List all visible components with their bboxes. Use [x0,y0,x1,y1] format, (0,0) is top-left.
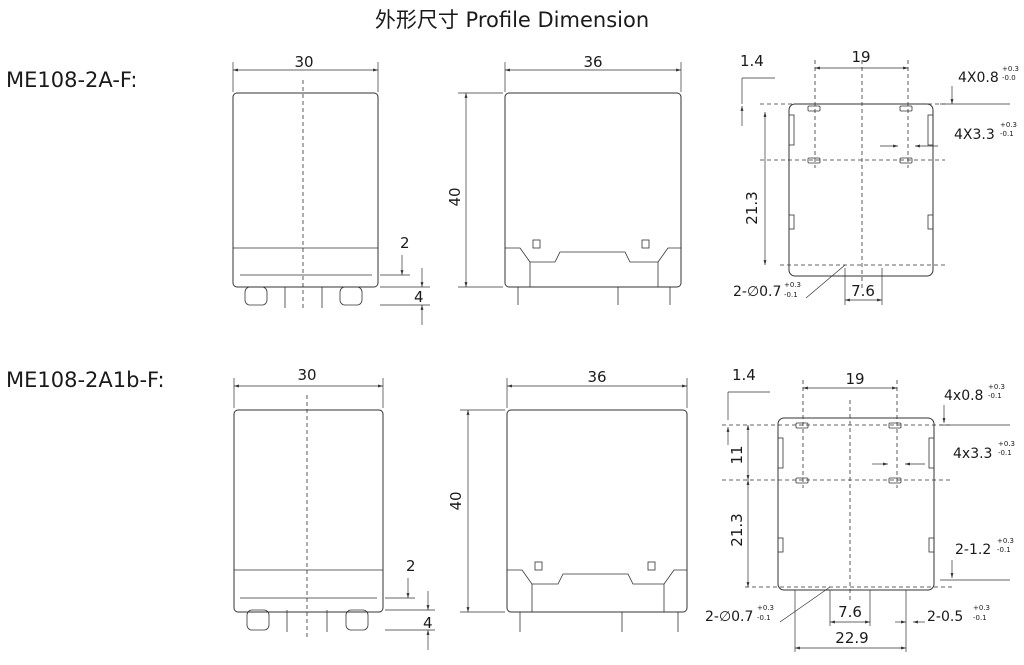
side-height-label-2: 40 [447,491,465,510]
pcb-pin05-label-2: 2-0.5 [927,609,963,625]
pcb-pin-2c [795,477,809,484]
svg-text:-0.1: -0.1 [973,614,987,622]
svg-text:-0.1: -0.1 [1000,130,1014,138]
side-width-label-2: 36 [587,368,606,386]
pcb-dim19-label-2: 19 [845,370,864,388]
front-pin-1b [339,286,363,306]
pcb-dim19-label-1: 19 [851,48,870,66]
pcb-dim213-label-1: 21.3 [743,191,761,224]
pcb-pin-2d [888,477,902,484]
pcb-dim213-label-2: 21.3 [728,513,746,546]
front-view-2: 30 2 4 [233,366,435,650]
pcb-dim1-label-1: 1.4 [740,52,764,70]
svg-text:-0.1: -0.1 [988,392,1002,400]
svg-text:+0.3: +0.3 [988,383,1005,391]
side-width-label-1: 36 [583,53,602,71]
svg-text:+0.3: +0.3 [973,604,990,612]
svg-text:+0.3: +0.3 [998,440,1015,448]
pcb-pin08-label-2: 4x0.8 [944,388,983,404]
side-height-label-1: 40 [446,187,464,206]
svg-text:-0.1: -0.1 [784,291,798,299]
pcb-dim1-label-2: 1.4 [732,366,756,384]
page-title: 外形尺寸 Profile Dimension [374,8,650,32]
pcb-pin-1c [807,157,821,164]
pcb-pin33-label-2: 4x3.3 [953,446,992,462]
side-slot-1b [641,239,650,249]
pcb-view-2: 19 1.4 11 21.3 7.6 22.9 2-∅0.7 +0.3 -0.1… [705,366,1015,652]
front-pin-1a [244,286,268,306]
model-label-2: ME108-2A1b-F: [6,368,165,392]
side-base-2 [507,569,687,612]
svg-text:+0.3: +0.3 [1000,121,1017,129]
pcb-dim76-label-2: 7.6 [838,603,862,621]
front-view-1: 30 2 4 [232,53,430,325]
front-width-label-2: 30 [297,366,316,384]
svg-text:+0.3: +0.3 [784,281,801,289]
side-view-2: 36 40 [447,368,688,632]
pcb-dim11-label-2: 11 [728,445,746,464]
pcb-pin-1b [899,105,913,112]
pcb-pin12-label-2: 2-1.2 [955,542,991,558]
model-label-1: ME108-2A-F: [6,68,138,92]
pcb-hole-label-2: 2-∅0.7 [705,609,753,625]
pcb-pin33-label-1: 4X3.3 [954,127,995,143]
pcb-outline-2 [777,417,935,591]
pcb-dim76-label-1: 7.6 [851,282,875,300]
side-slot-1a [532,239,541,249]
svg-text:+0.3: +0.3 [1002,65,1019,73]
front-dim2-label-1: 2 [400,234,410,252]
pcb-view-1: 19 1.4 21.3 7.6 2-∅0.7 +0.3 -0.1 4X0.8 +… [733,48,1019,305]
front-width-label-1: 30 [294,53,313,71]
side-base-1 [505,247,681,287]
pcb-hole-label-1: 2-∅0.7 [733,284,781,300]
svg-text:+0.3: +0.3 [757,604,774,612]
pcb-pin-2b [888,422,902,429]
front-dim4-label-1: 4 [414,288,424,306]
front-body-2 [233,409,384,613]
svg-text:+0.3: +0.3 [997,537,1014,545]
side-body-1 [504,92,682,288]
pcb-dim229-label-2: 22.9 [835,629,868,647]
pcb-pin-1a [807,105,821,112]
pcb-outline-1 [788,103,934,277]
svg-text:-0.1: -0.1 [998,449,1012,457]
pcb-pin08-label-1: 4X0.8 [958,70,999,86]
svg-text:-0.1: -0.1 [997,546,1011,554]
side-view-1: 36 40 [446,53,682,305]
svg-text:-0.0: -0.0 [1002,74,1016,82]
front-pin-2a [246,609,270,631]
front-dim4-label-2: 4 [423,614,433,632]
front-body-1 [232,92,379,288]
side-body-2 [506,409,688,613]
pcb-pin-2a [795,422,809,429]
svg-text:-0.1: -0.1 [757,614,771,622]
front-dim2-label-2: 2 [406,557,416,575]
pcb-pin-1d [899,157,913,164]
front-pin-2b [345,609,369,631]
